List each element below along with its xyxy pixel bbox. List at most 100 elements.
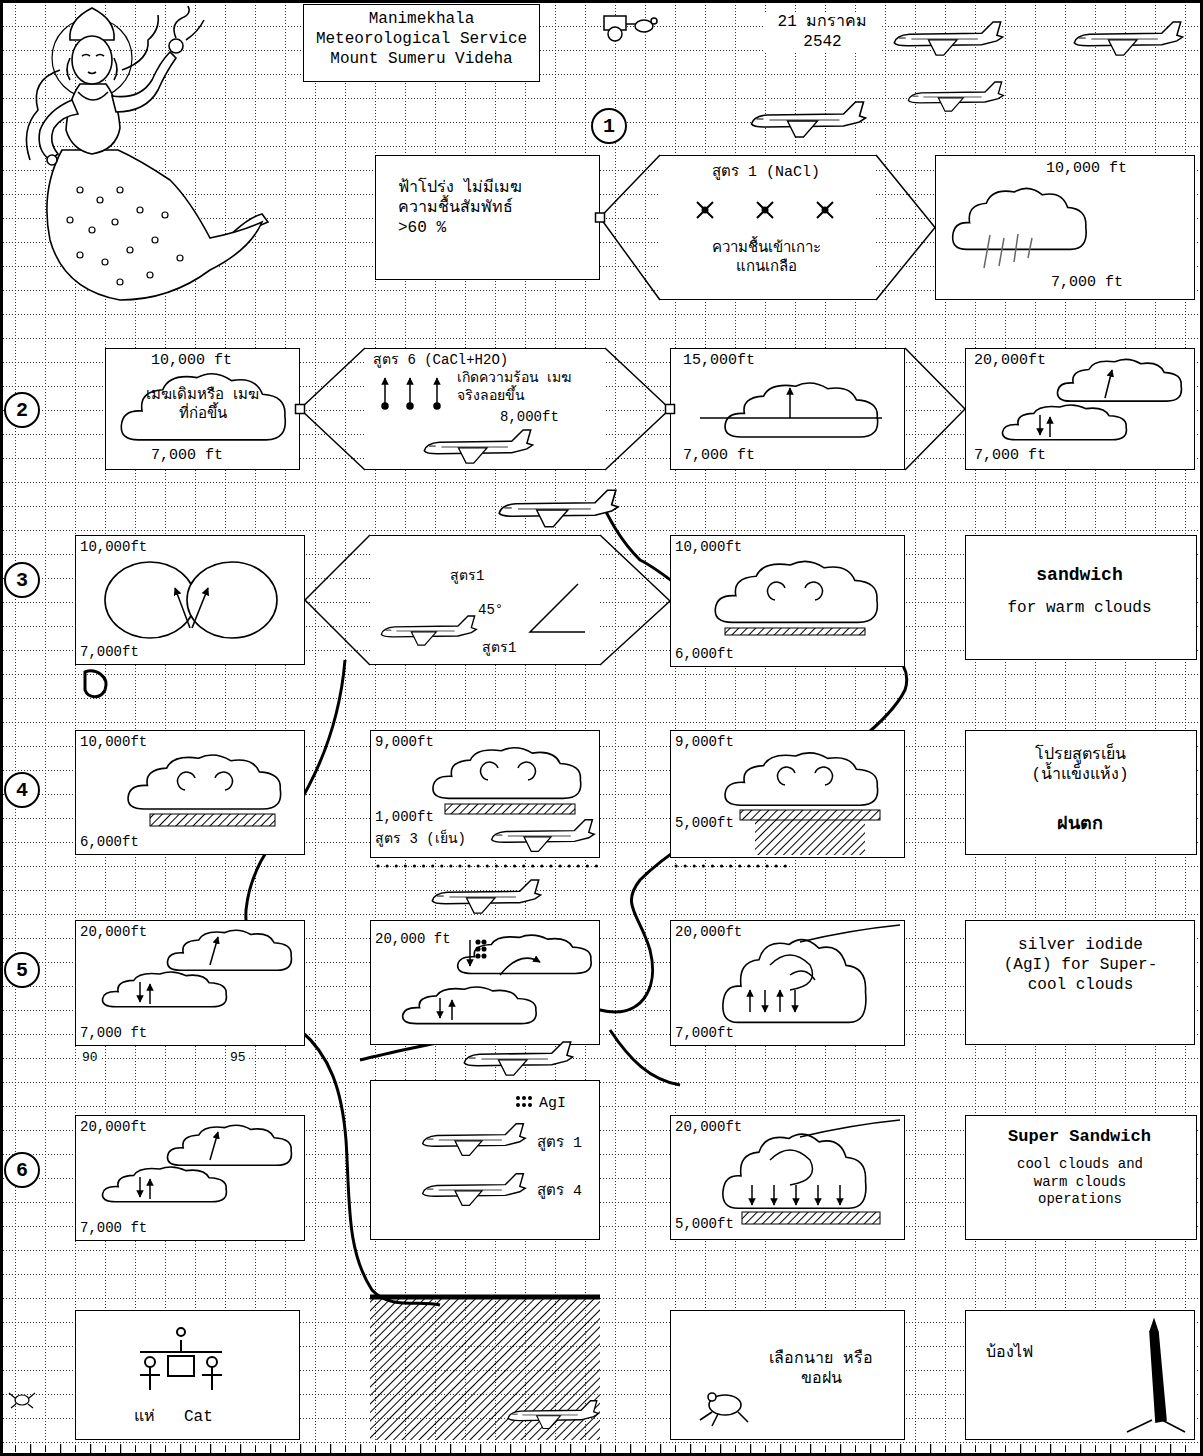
- aircraft: [908, 82, 1003, 111]
- cloud: [121, 374, 285, 440]
- row-number-text: 6: [16, 1158, 28, 1183]
- cloud-box-text: 7,000 ft: [80, 1220, 147, 1238]
- cloud-circulation: [768, 582, 823, 600]
- method-box-text: sandwich: [966, 564, 1193, 587]
- aircraft: [423, 1124, 526, 1156]
- ritual-box-text: Cat: [184, 1407, 213, 1427]
- crab-icon: [9, 1393, 35, 1408]
- junction-square: [296, 405, 305, 414]
- row-number: 4: [4, 772, 40, 808]
- cloud: [433, 748, 581, 799]
- row-number: 6: [4, 1152, 40, 1188]
- fan-connector: [305, 535, 370, 665]
- cloud: [725, 383, 878, 437]
- title-box: Manimekhala Meteorological Service Mount…: [303, 4, 540, 82]
- cloud-box-text: 7,000 ft: [151, 447, 223, 466]
- cloud-box-text: 10,000ft: [675, 539, 742, 557]
- heat-arrows: [382, 378, 440, 409]
- cloud-box-text: 20,000ft: [80, 924, 147, 942]
- row-number-text: 2: [16, 398, 28, 423]
- air-arrows: [1040, 370, 1112, 437]
- cloud-box-text: 10,000 ft: [1046, 160, 1127, 179]
- formula-panel: สูตร145°สูตร1: [370, 535, 600, 665]
- cloud: [953, 188, 1086, 249]
- formula-panel-text: 45°: [478, 602, 503, 620]
- method-box: Super Sandwich cool clouds and warm cloud…: [965, 1115, 1197, 1240]
- method-box-text: Super Sandwich: [966, 1126, 1193, 1147]
- ox-cart-icon: [604, 16, 657, 41]
- formula-panel-text: เกิดความร้อน เมฆจริงลอยขึ้น: [457, 370, 582, 405]
- cloud-box-text: 20,000ft: [675, 1119, 742, 1137]
- date-label: 21 มกราคม 2542: [765, 12, 880, 52]
- air-arrows: [140, 1132, 218, 1199]
- cloud-box-text: 1,000ft: [375, 809, 434, 827]
- formula-panel-text: ความชื้นเข้าเกาะ แกนเกลือ: [700, 240, 833, 278]
- fan-connector: [605, 348, 670, 470]
- cloud: [458, 935, 591, 973]
- row-number: 1: [591, 108, 627, 144]
- cloud-box-text: 5,000ft: [675, 815, 734, 833]
- row-number: 2: [4, 392, 40, 428]
- row-number: 3: [4, 562, 40, 598]
- cloud: [128, 755, 281, 809]
- cloud: [1057, 359, 1181, 401]
- formula-panel-text: 8,000ft: [500, 409, 559, 427]
- method-box: sandwich for warm clouds: [965, 535, 1197, 660]
- cloud: [403, 987, 536, 1024]
- salt-nuclei: [697, 202, 833, 218]
- aircraft: [423, 1174, 526, 1206]
- method-box: silver iodide (AgI) for Super-cool cloud…: [965, 920, 1195, 1045]
- method-box-text: cool clouds and warm clouds operations: [1000, 1156, 1160, 1209]
- cloud-box-text: 20,000ft: [675, 924, 742, 942]
- row-number-text: 3: [16, 568, 28, 593]
- row-number-text: 4: [16, 778, 28, 803]
- map-outline: [85, 500, 907, 1305]
- fan-connector: [600, 155, 660, 300]
- coordinate-label: 95: [228, 1050, 248, 1066]
- aircraft: [894, 22, 1002, 55]
- ritual-box-text: แห่: [134, 1407, 155, 1427]
- cloud-box-text: 7,000 ft: [974, 447, 1046, 466]
- aircraft: [752, 102, 866, 137]
- junction-square: [666, 405, 675, 414]
- junction-square: [596, 213, 605, 222]
- cloud-base: [740, 810, 880, 820]
- cloud: [1002, 405, 1126, 440]
- cloud-box-text: 15,000ft: [683, 352, 755, 371]
- cloud-box-text: 20,000 ft: [375, 931, 451, 949]
- fan-connector: [905, 348, 965, 470]
- method-box-text: silver iodide (AgI) for Super-cool cloud…: [993, 935, 1168, 995]
- cloud: [102, 1167, 226, 1202]
- cloud-box-text: 9,000ft: [375, 734, 434, 752]
- rocket-icon: [1127, 1320, 1185, 1432]
- aircraft-box-text: สูตร 4: [537, 1183, 582, 1202]
- aircraft: [499, 490, 618, 526]
- aircraft: [492, 820, 595, 852]
- condition-box: ฟ้าโปร่ง ไม่มีเมฆ ความชื้นสัมพัทธ์ >60 %: [375, 155, 600, 280]
- dry-ice-dots: [378, 865, 598, 868]
- cloud-base: [725, 628, 865, 635]
- silver-iodide-drop: [440, 940, 540, 1020]
- aircraft: [508, 1401, 598, 1429]
- row-number-text: 5: [16, 958, 28, 983]
- frog-icon: [700, 1393, 748, 1426]
- fan-connector: [600, 535, 670, 665]
- updraft: [700, 388, 882, 418]
- storm-circulation: [752, 1120, 900, 1205]
- cloud-box-text: 7,000ft: [80, 644, 139, 662]
- cloud-box-text: 7,000 ft: [1051, 274, 1123, 293]
- ritual-box: เลือกนาย หรือ ขอฝน: [670, 1310, 905, 1440]
- fan-connector: [876, 155, 935, 300]
- aircraft-box: AgIสูตร 1สูตร 4: [370, 1080, 600, 1240]
- method-box-text: for warm clouds: [966, 598, 1193, 618]
- method-box: โปรยสูตรเย็น (น้ำแข็งแห้ง)ฝนตก: [965, 730, 1197, 855]
- cloud-box: 20,000 ft: [370, 920, 600, 1045]
- cloud-box-text: 5,000ft: [675, 1216, 734, 1234]
- angle-mark: [530, 584, 585, 632]
- cloud-circulation: [481, 762, 536, 780]
- cat-procession-icon: [140, 1328, 222, 1390]
- row-number: 5: [4, 952, 40, 988]
- title-box-text: Manimekhala Meteorological Service Mount…: [309, 9, 534, 69]
- panel-edge: [370, 1295, 600, 1300]
